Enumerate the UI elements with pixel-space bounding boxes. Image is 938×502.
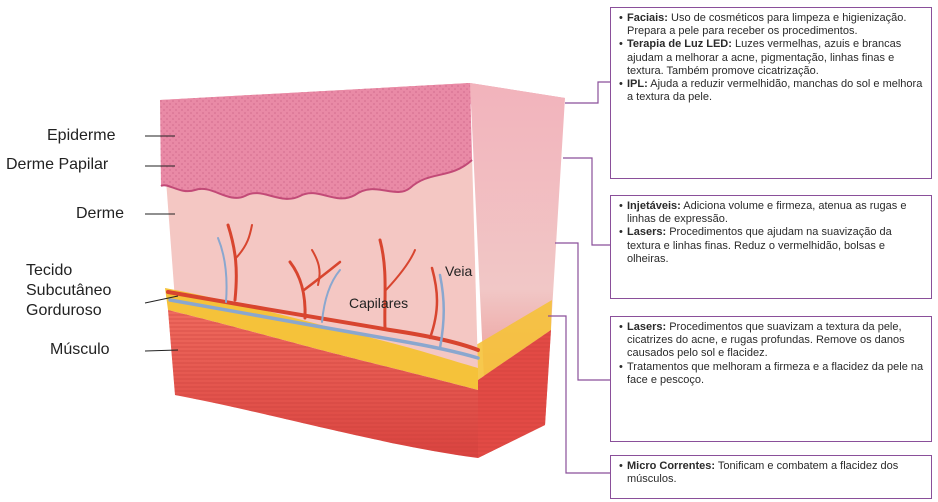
list-item: Terapia de Luz LED: Luzes vermelhas, azu… bbox=[619, 38, 925, 78]
list-item: Faciais: Uso de cosméticos para limpeza … bbox=[619, 12, 925, 38]
label-tecido-line2: Subcutâneo bbox=[26, 281, 111, 301]
label-tecido-line1: Tecido bbox=[26, 261, 72, 281]
info-box-deep-dermis: Lasers: Procedimentos que suavizam a tex… bbox=[610, 316, 932, 442]
info-box-dermis: Injetáveis: Adiciona volume e firmeza, a… bbox=[610, 195, 932, 299]
label-musculo: Músculo bbox=[50, 340, 110, 360]
label-tecido-line3: Gorduroso bbox=[26, 301, 102, 321]
list-item: Lasers: Procedimentos que ajudam na suav… bbox=[619, 226, 925, 266]
info-box-epidermis: Faciais: Uso de cosméticos para limpeza … bbox=[610, 7, 932, 179]
label-derme: Derme bbox=[76, 204, 124, 224]
list-item: IPL: Ajuda a reduzir vermelhidão, mancha… bbox=[619, 78, 925, 104]
list-item: Tratamentos que melhoram a firmeza e a f… bbox=[619, 361, 925, 387]
label-epiderme: Epiderme bbox=[47, 126, 115, 146]
label-veia: Veia bbox=[445, 263, 472, 279]
label-derme-papilar: Derme Papilar bbox=[6, 155, 108, 175]
list-item: Injetáveis: Adiciona volume e firmeza, a… bbox=[619, 200, 925, 226]
list-item: Micro Correntes: Tonificam e combatem a … bbox=[619, 460, 925, 486]
label-capilares: Capilares bbox=[349, 295, 408, 311]
list-item: Lasers: Procedimentos que suavizam a tex… bbox=[619, 321, 925, 361]
info-box-muscle: Micro Correntes: Tonificam e combatem a … bbox=[610, 455, 932, 499]
